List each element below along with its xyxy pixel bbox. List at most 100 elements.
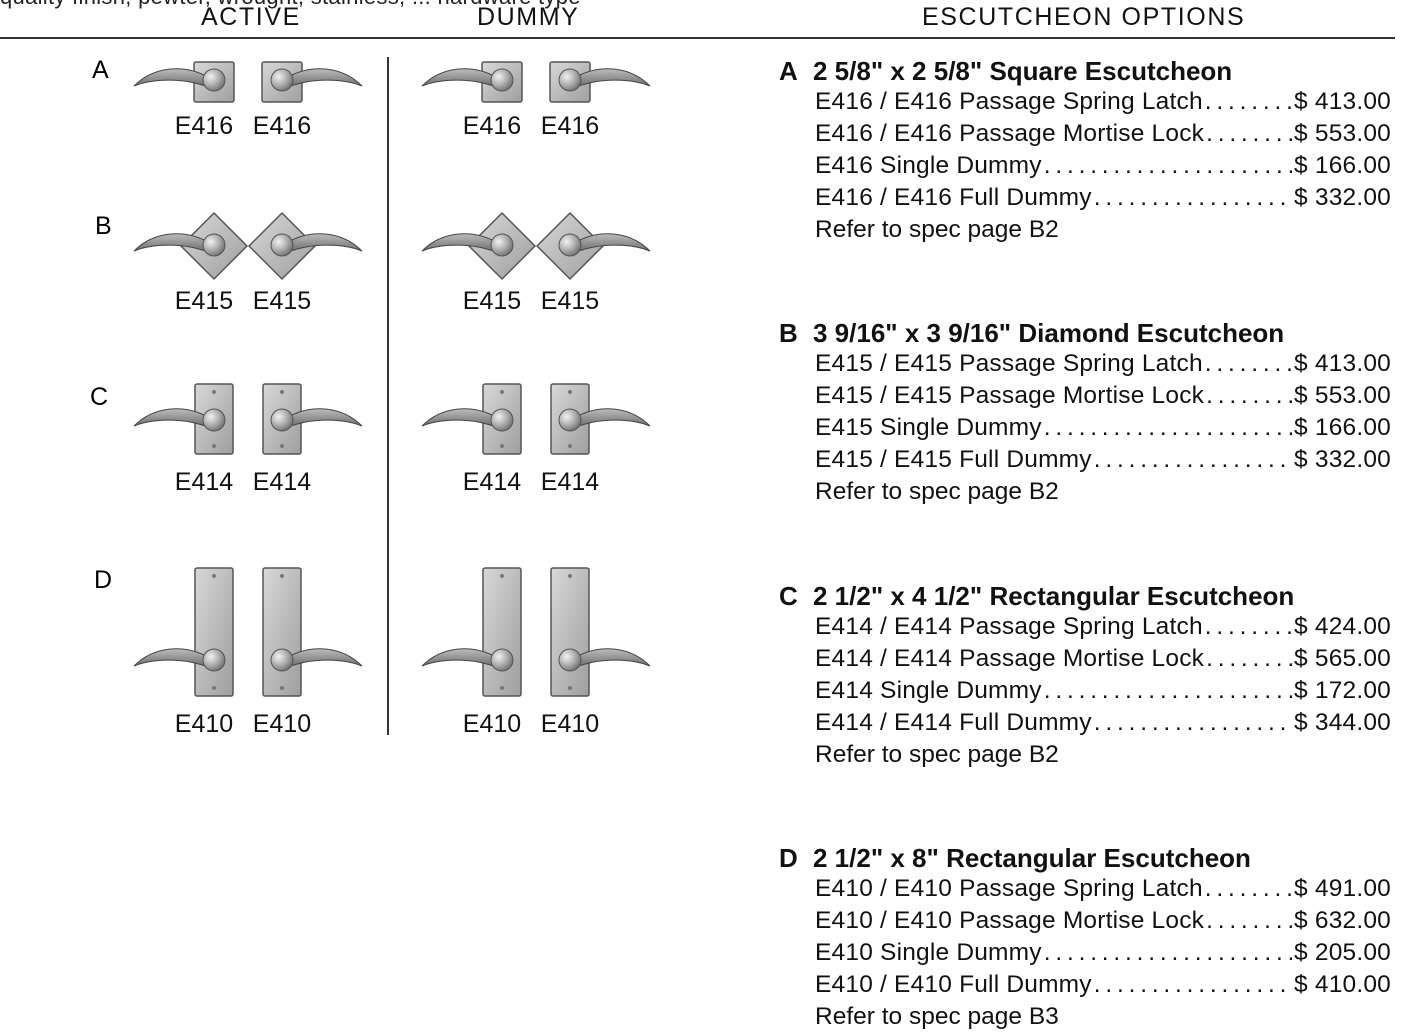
dot-leader [1206, 118, 1292, 150]
price-line: E415 / E415 Full Dummy$ 332.00 [815, 444, 1391, 476]
lever-handle: E416 [418, 50, 558, 180]
model-label: E410 [540, 710, 600, 738]
model-label: E416 [540, 112, 600, 140]
option-title-text: 2 5/8" x 2 5/8" Square Escutcheon [813, 56, 1233, 86]
active-column-header: ACTIVE [201, 3, 301, 31]
dummy-column-header: DUMMY [477, 3, 580, 31]
lever-handle: E414 [226, 380, 366, 560]
price-line-label: E414 / E414 Passage Mortise Lock [815, 645, 1205, 672]
price-value: $ 553.00 [1294, 120, 1391, 147]
dot-leader [1044, 150, 1292, 182]
price-value: $ 565.00 [1294, 645, 1391, 672]
price-line-label: E410 / E410 Passage Spring Latch [815, 875, 1203, 902]
row-letter: A [92, 56, 109, 84]
price-line: E415 / E415 Passage Spring Latch $ 413.00 [815, 348, 1391, 380]
price-line-label: E416 / E416 Passage Spring Latch [815, 88, 1203, 115]
price-value: $ 410.00 [1294, 971, 1391, 998]
price-value: $ 632.00 [1294, 907, 1391, 934]
price-value: $ 166.00 [1294, 152, 1391, 179]
option-title-text: 3 9/16" x 3 9/16" Diamond Escutcheon [813, 318, 1285, 348]
row-letter: C [90, 383, 109, 411]
price-value: $ 413.00 [1294, 350, 1391, 377]
dot-leader [1205, 873, 1292, 905]
option-letter: B [779, 318, 798, 348]
dot-leader [1206, 643, 1292, 675]
price-value: $ 413.00 [1294, 88, 1391, 115]
lever-handle: E410 [514, 562, 654, 782]
model-label: E414 [174, 468, 234, 496]
price-line-label: E414 Single Dummy [815, 677, 1042, 704]
price-line-label: E410 / E410 Passage Mortise Lock [815, 907, 1205, 934]
model-label: E414 [252, 468, 312, 496]
price-value: $ 491.00 [1294, 875, 1391, 902]
price-line: E414 / E414 Passage Mortise Lock $ 565.00 [815, 643, 1391, 675]
lever-handle: E410 [130, 562, 270, 782]
spec-reference: Refer to spec page B2 [815, 216, 1059, 243]
price-value: $ 332.00 [1294, 184, 1391, 211]
price-line-label: E410 / E410 Full Dummy [815, 971, 1092, 998]
dot-leader [1094, 182, 1292, 214]
price-line-label: E416 / E416 Full Dummy [815, 184, 1092, 211]
price-line-label: E415 / E415 Passage Mortise Lock [815, 382, 1205, 409]
price-line-label: E415 / E415 Passage Spring Latch [815, 350, 1203, 377]
price-value: $ 172.00 [1294, 677, 1391, 704]
price-line-label: E414 / E414 Passage Spring Latch [815, 613, 1203, 640]
dot-leader [1044, 412, 1292, 444]
price-line: E416 / E416 Full Dummy $ 332.00 [815, 182, 1391, 214]
price-value: $ 344.00 [1294, 709, 1391, 736]
option-title: A 2 5/8" x 2 5/8" Square Escutcheon [779, 56, 1391, 86]
model-label: E416 [462, 112, 522, 140]
model-label: E415 [540, 287, 600, 315]
model-label: E416 [174, 112, 234, 140]
spec-reference: Refer to spec page B3 [815, 1003, 1059, 1030]
model-label: E410 [462, 710, 522, 738]
price-line: E416 Single Dummy $ 166.00 [815, 150, 1391, 182]
lever-handle: E416 [514, 50, 654, 180]
price-value: $ 424.00 [1294, 613, 1391, 640]
price-line: E410 / E410 Passage Mortise Lock $ 632.00 [815, 905, 1391, 937]
price-line: E414 / E414 Full Dummy $ 344.00 [815, 707, 1391, 739]
price-line-label: E414 / E414 Full Dummy [815, 709, 1092, 736]
price-line-label: E410 Single Dummy [815, 939, 1042, 966]
lever-handle: E414 [418, 380, 558, 560]
dot-leader [1205, 348, 1292, 380]
top-cut-text: quality finish, pewter, wrought, stainle… [0, 0, 1400, 10]
dot-leader [1094, 444, 1292, 476]
model-label: E414 [462, 468, 522, 496]
dot-leader [1206, 380, 1292, 412]
dot-leader [1205, 86, 1292, 118]
price-line: E415 Single Dummy$ 166.00 [815, 412, 1391, 444]
spec-reference: Refer to spec page B2 [815, 478, 1059, 505]
model-label: E410 [252, 710, 312, 738]
option-title-text: 2 1/2" x 8" Rectangular Escutcheon [813, 843, 1251, 873]
lever-handle: E415 [514, 205, 654, 375]
model-label: E415 [174, 287, 234, 315]
option-title: B 3 9/16" x 3 9/16" Diamond Escutcheon [779, 318, 1391, 348]
dot-leader [1206, 905, 1292, 937]
option-letter: A [779, 56, 798, 86]
price-line: E416 / E416 Passage Mortise Lock$ 553.00 [815, 118, 1391, 150]
column-divider [387, 57, 389, 735]
lever-handle: E410 [418, 562, 558, 782]
options-column-header: ESCUTCHEON OPTIONS [922, 3, 1246, 31]
lever-handle: E415 [226, 205, 366, 375]
spec-reference: Refer to spec page B2 [815, 741, 1059, 768]
price-line: E415 / E415 Passage Mortise Lock $ 553.00 [815, 380, 1391, 412]
row-letter: D [94, 566, 113, 594]
header-rule [0, 37, 1395, 39]
dot-leader [1205, 611, 1292, 643]
model-label: E410 [174, 710, 234, 738]
price-value: $ 553.00 [1294, 382, 1391, 409]
price-line: E410 Single Dummy$ 205.00 [815, 937, 1391, 969]
lever-handle: E414 [514, 380, 654, 560]
row-letter: B [95, 212, 112, 240]
price-line-label: E416 Single Dummy [815, 152, 1042, 179]
lever-handle: E414 [130, 380, 270, 560]
dot-leader [1044, 675, 1292, 707]
lever-handle: E416 [226, 50, 366, 180]
model-label: E415 [252, 287, 312, 315]
